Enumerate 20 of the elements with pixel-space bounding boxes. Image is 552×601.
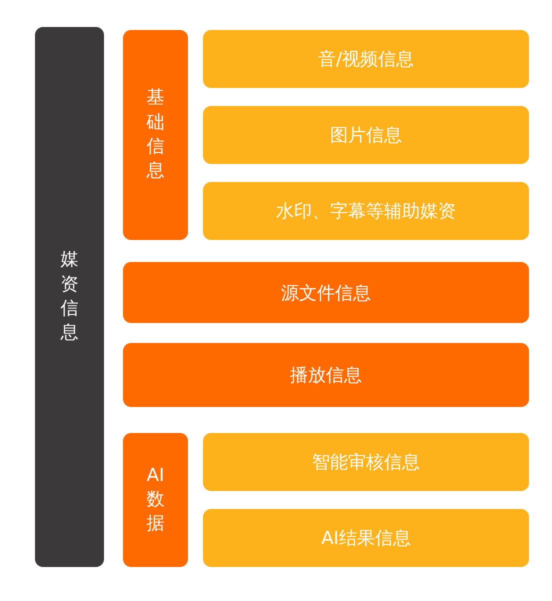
- label-text: 基础信息: [145, 86, 166, 184]
- category-bar: [35, 27, 104, 567]
- label-text: 音/视频信息: [318, 48, 414, 71]
- label-text: 播放信息: [290, 364, 362, 387]
- label-text: 源文件信息: [281, 282, 371, 304]
- item-box: [203, 509, 529, 567]
- label-text: 智能审核信息: [312, 451, 420, 474]
- label-text: AI结果信息: [321, 527, 411, 550]
- item-box: [203, 30, 529, 88]
- label-text: 媒资信息: [59, 248, 80, 346]
- label-text: AI数据: [145, 464, 166, 536]
- group-label-box: [123, 433, 188, 567]
- item-box: [123, 262, 529, 323]
- label-text: 图片信息: [330, 124, 402, 147]
- group-label-box: [123, 30, 188, 240]
- item-box: [203, 106, 529, 164]
- item-box: [203, 182, 529, 240]
- label-text: 水印、字幕等辅助媒资: [276, 200, 456, 223]
- item-box: [203, 433, 529, 491]
- item-box: [123, 343, 529, 407]
